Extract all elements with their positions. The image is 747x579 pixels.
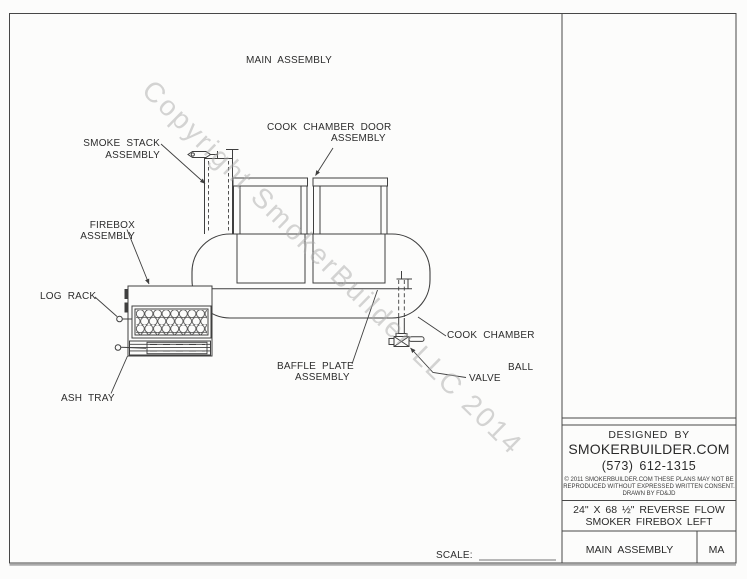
damper-handle — [187, 151, 218, 158]
title-block-sheet-code: MA — [708, 543, 725, 556]
cook-chamber-doors — [232, 177, 388, 284]
scale-label: SCALE: — [436, 549, 473, 561]
leader-lines — [94, 143, 467, 394]
callout-cook-chamber-door-line2: ASSEMBLY — [331, 133, 386, 144]
title-block-designed-by: DESIGNED BY — [608, 429, 690, 441]
title-block-model-line1: 24" X 68 ½" REVERSE FLOW — [573, 503, 725, 516]
callout-smoke-stack-line2: ASSEMBLY — [105, 149, 160, 161]
smoke-stack — [187, 149, 239, 234]
title-block-phone: (573) 612-1315 — [601, 459, 697, 473]
ash-tray — [114, 340, 211, 356]
cook-chamber-tank — [191, 233, 431, 319]
callout-firebox-line2: ASSEMBLY — [80, 231, 135, 242]
title-block-model-line2: SMOKER FIREBOX LEFT — [585, 515, 713, 528]
callout-baffle-plate-line2: ASSEMBLY — [295, 372, 350, 383]
callout-log-rack: LOG RACK — [40, 290, 97, 302]
title-block-copyright-line3: DRAWN BY FD&JD — [622, 491, 676, 497]
callout-cook-chamber: COOK CHAMBER — [447, 329, 535, 341]
callout-ball: BALL — [508, 361, 534, 373]
callout-valve: VALVE — [469, 372, 501, 384]
drawing-title: MAIN ASSEMBLY — [246, 55, 332, 66]
title-block-sheet-title: MAIN ASSEMBLY — [585, 543, 674, 556]
title-block-company: SMOKERBUILDER.COM — [568, 441, 730, 457]
callout-smoke-stack-line1: SMOKE STACK — [83, 138, 160, 149]
baffle-plate — [212, 271, 412, 290]
ball-valve — [388, 333, 425, 347]
callout-baffle-plate-line1: BAFFLE PLATE — [277, 360, 354, 372]
callout-ash-tray: ASH TRAY — [61, 392, 115, 404]
callout-firebox-line1: FIREBOX — [89, 219, 135, 231]
sheet-border — [9, 13, 737, 566]
title-block-copyright-line1: © 2011 SMOKERBUILDER.COM THESE PLANS MAY… — [564, 477, 734, 483]
callout-cook-chamber-door-line1: COOK CHAMBER DOOR — [267, 121, 392, 133]
log-rack — [116, 305, 212, 339]
title-block-copyright-line2: REPRODUCED WITHOUT EXPRESSED WRITTEN CON… — [563, 484, 735, 490]
drain-pipe — [398, 280, 405, 334]
